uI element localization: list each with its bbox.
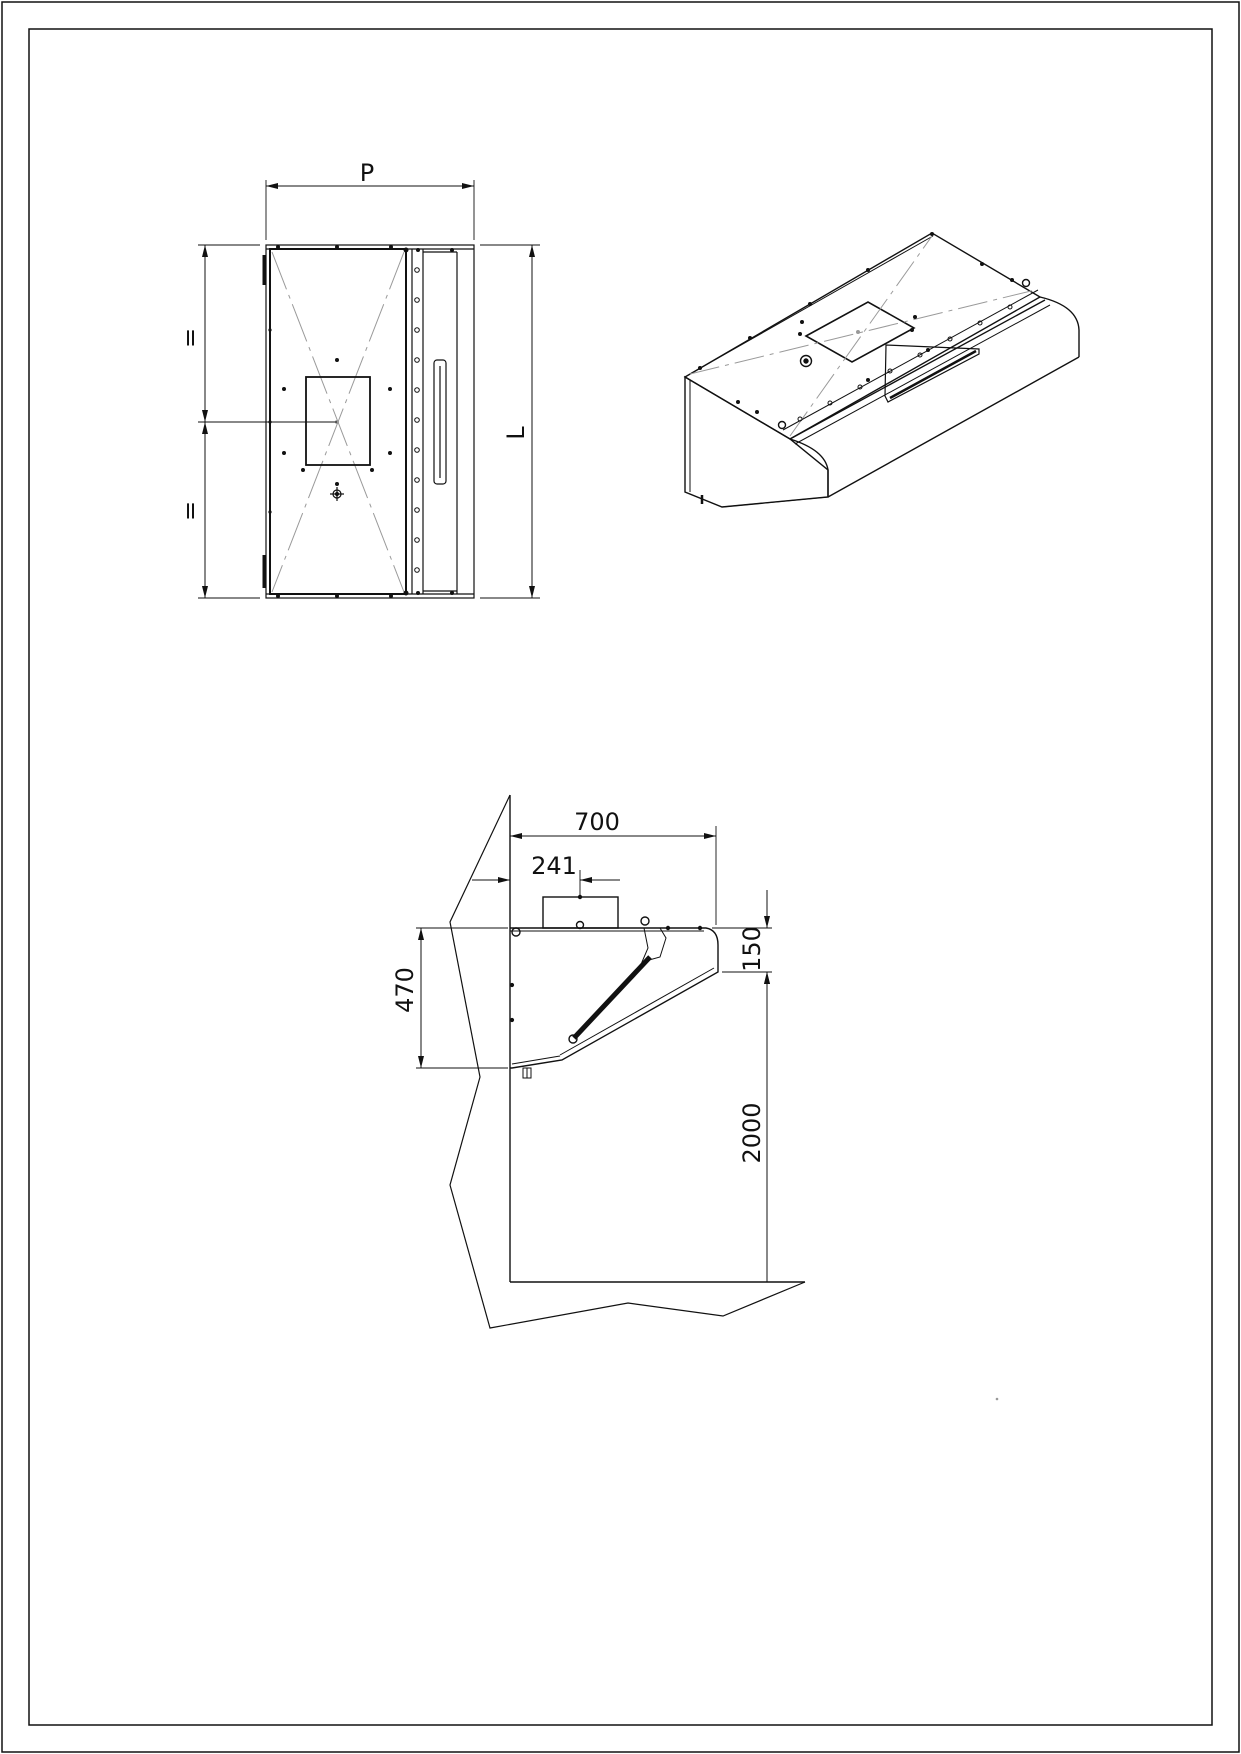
duct-offset-dimension-label: 241 xyxy=(531,852,577,880)
hood-body xyxy=(510,927,719,1069)
plan-width-label: P xyxy=(360,159,374,187)
floor-dimension-label: 2000 xyxy=(738,1102,766,1163)
top-dimension-label: 150 xyxy=(738,926,766,972)
plan-duct-outlet xyxy=(305,376,371,466)
iso-duct-outlet xyxy=(804,301,916,363)
iso-fixings xyxy=(698,232,1014,414)
inner-frame xyxy=(28,28,1213,1726)
side-view xyxy=(416,794,806,1329)
plan-outline xyxy=(265,244,475,599)
plan-equal-upper-label: = xyxy=(176,328,204,348)
plan-length-label: L xyxy=(502,426,530,440)
iso-side-face xyxy=(684,375,829,508)
iso-strip-holes xyxy=(797,304,1013,422)
plan-equal-lower-label: = xyxy=(176,501,204,521)
wall-break-line xyxy=(449,794,806,1329)
height-dimension-label: 470 xyxy=(391,967,419,1013)
plan-view xyxy=(198,180,540,599)
depth-dimension-label: 700 xyxy=(574,808,620,836)
side-filter xyxy=(572,955,652,1040)
side-duct xyxy=(542,896,619,929)
iso-lamp-slot xyxy=(884,344,980,403)
iso-front-face xyxy=(789,438,829,497)
isometric-view xyxy=(683,232,1080,508)
plan-lamp-slot xyxy=(433,359,447,485)
stray-dot xyxy=(995,1397,999,1401)
